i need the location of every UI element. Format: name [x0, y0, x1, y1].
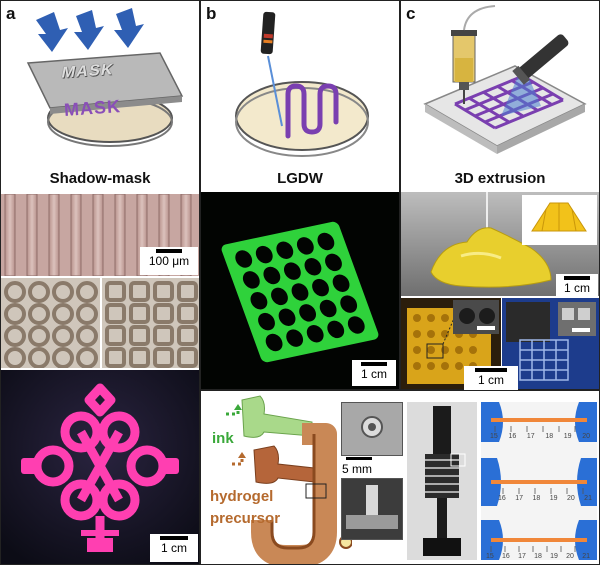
serpentine-pattern [285, 83, 339, 139]
panel-a-letter: a [6, 4, 16, 23]
panel-b-letter: b [206, 4, 217, 23]
ruler-label: 17 [515, 495, 524, 502]
ruler-mid-labels: 16 17 18 19 20 21 [498, 495, 592, 502]
laser-pointer [260, 11, 276, 55]
scale-bar-1cm-c-bottom: 1 cm [464, 366, 518, 390]
ruler-label: 21 [582, 553, 590, 560]
panel-c-letter: c [406, 4, 416, 23]
lgdw-illustration [235, 11, 369, 157]
uv-lamp [512, 34, 569, 85]
ink-label: ink [212, 430, 234, 447]
ring-array-photo [1, 278, 199, 368]
panel-a-title: Shadow-mask [49, 170, 151, 187]
ruler-label: 20 [566, 495, 575, 502]
syringe [451, 5, 496, 104]
precursor-label: precursor [210, 510, 281, 527]
ruler-label: 15 [486, 553, 494, 560]
shadow-mask-illustration [26, 8, 184, 147]
hydrogel-label: hydrogel [210, 488, 274, 505]
green-lattice-photo [201, 192, 399, 389]
cone-inset [522, 195, 597, 245]
ruler-label: 21 [584, 495, 592, 502]
scale-bar-1cm-c-top-label: 1 cm [563, 281, 590, 295]
scale-bar-1cm-c-bottom-label: 1 cm [477, 373, 504, 387]
scale-bar-1cm-a: 1 cm [150, 534, 198, 562]
scale-bar-100um-label: 100 μm [148, 254, 190, 268]
ruler-label: 20 [566, 553, 574, 560]
ruler-label: 16 [498, 495, 506, 502]
scale-bar-5mm [346, 457, 372, 460]
ruler-top-labels: 15 16 17 18 19 20 [490, 433, 590, 440]
scale-bar-1cm-b: 1 cm [352, 360, 396, 386]
ruler-label: 17 [526, 433, 535, 440]
ruler-label: 16 [508, 433, 517, 440]
ruler-label: 19 [549, 495, 558, 502]
scale-bar-5mm-label: 5 mm [342, 462, 372, 476]
blue-lattice-photo [502, 298, 599, 389]
scale-bar-100um: 100 μm [140, 247, 198, 275]
laser-beam [267, 55, 283, 127]
ruler-label: 19 [563, 433, 572, 440]
pink-knot-photo [1, 370, 199, 564]
ruler-label: 18 [534, 553, 542, 560]
microchannel-photo [1, 194, 199, 276]
coaxial-nozzle-illustration [226, 395, 352, 564]
mask-shadow-text: MASK [63, 96, 122, 120]
extrusion-illustration [423, 5, 587, 154]
scale-bar-1cm-c-top: 1 cm [556, 274, 598, 298]
ruler-bottom-labels: 15 16 17 18 19 20 21 [486, 553, 590, 560]
nozzle-side-inset [341, 478, 403, 540]
ruler-label: 17 [518, 553, 526, 560]
scale-bar-1cm-a-label: 1 cm [160, 541, 187, 555]
light-arrows [36, 8, 144, 52]
panel-c-title: 3D extrusion [454, 170, 546, 187]
ruler-label: 18 [545, 433, 554, 440]
ruler-label: 16 [502, 553, 510, 560]
ruler-label: 18 [532, 495, 541, 502]
panel-b-title: LGDW [277, 170, 323, 187]
fiber-ruler-photo [481, 402, 597, 560]
ruler-label: 19 [550, 553, 558, 560]
ruler-label: 15 [490, 433, 498, 440]
scale-bar-1cm-b-label: 1 cm [360, 367, 387, 381]
printhead-photo [407, 402, 477, 560]
ruler-label: 20 [582, 433, 590, 440]
nozzle-tip-inset [341, 402, 403, 456]
